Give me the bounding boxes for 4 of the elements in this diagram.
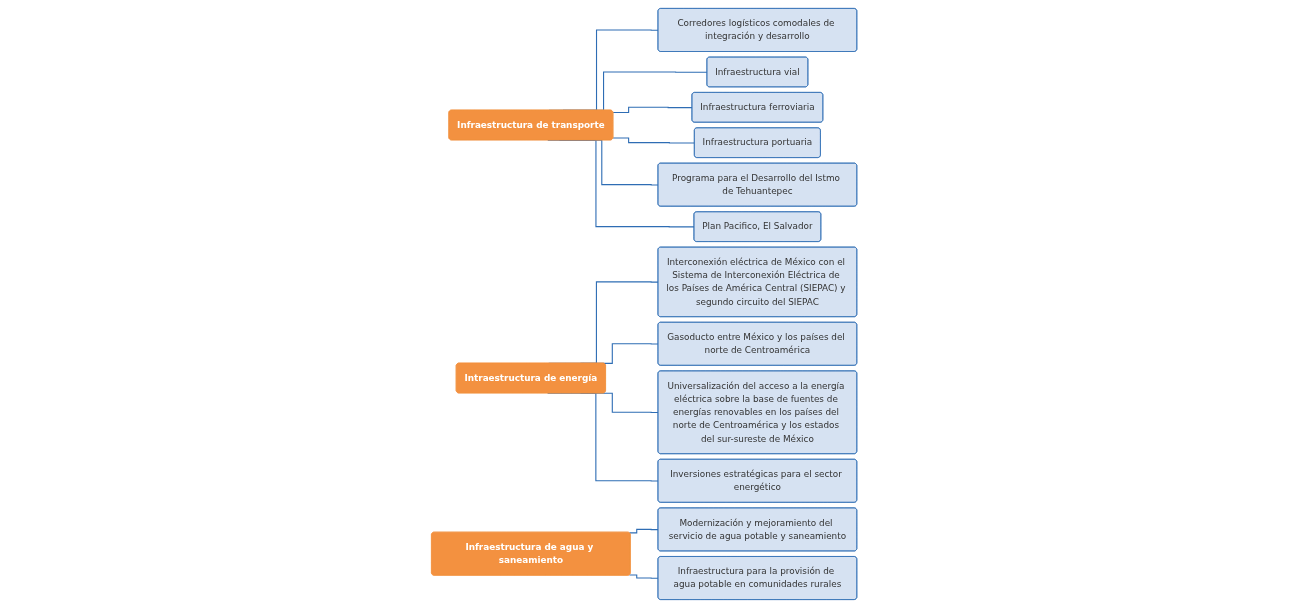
connector [629, 528, 660, 534]
connector [612, 137, 696, 144]
connector [612, 106, 694, 113]
connector [629, 574, 660, 579]
